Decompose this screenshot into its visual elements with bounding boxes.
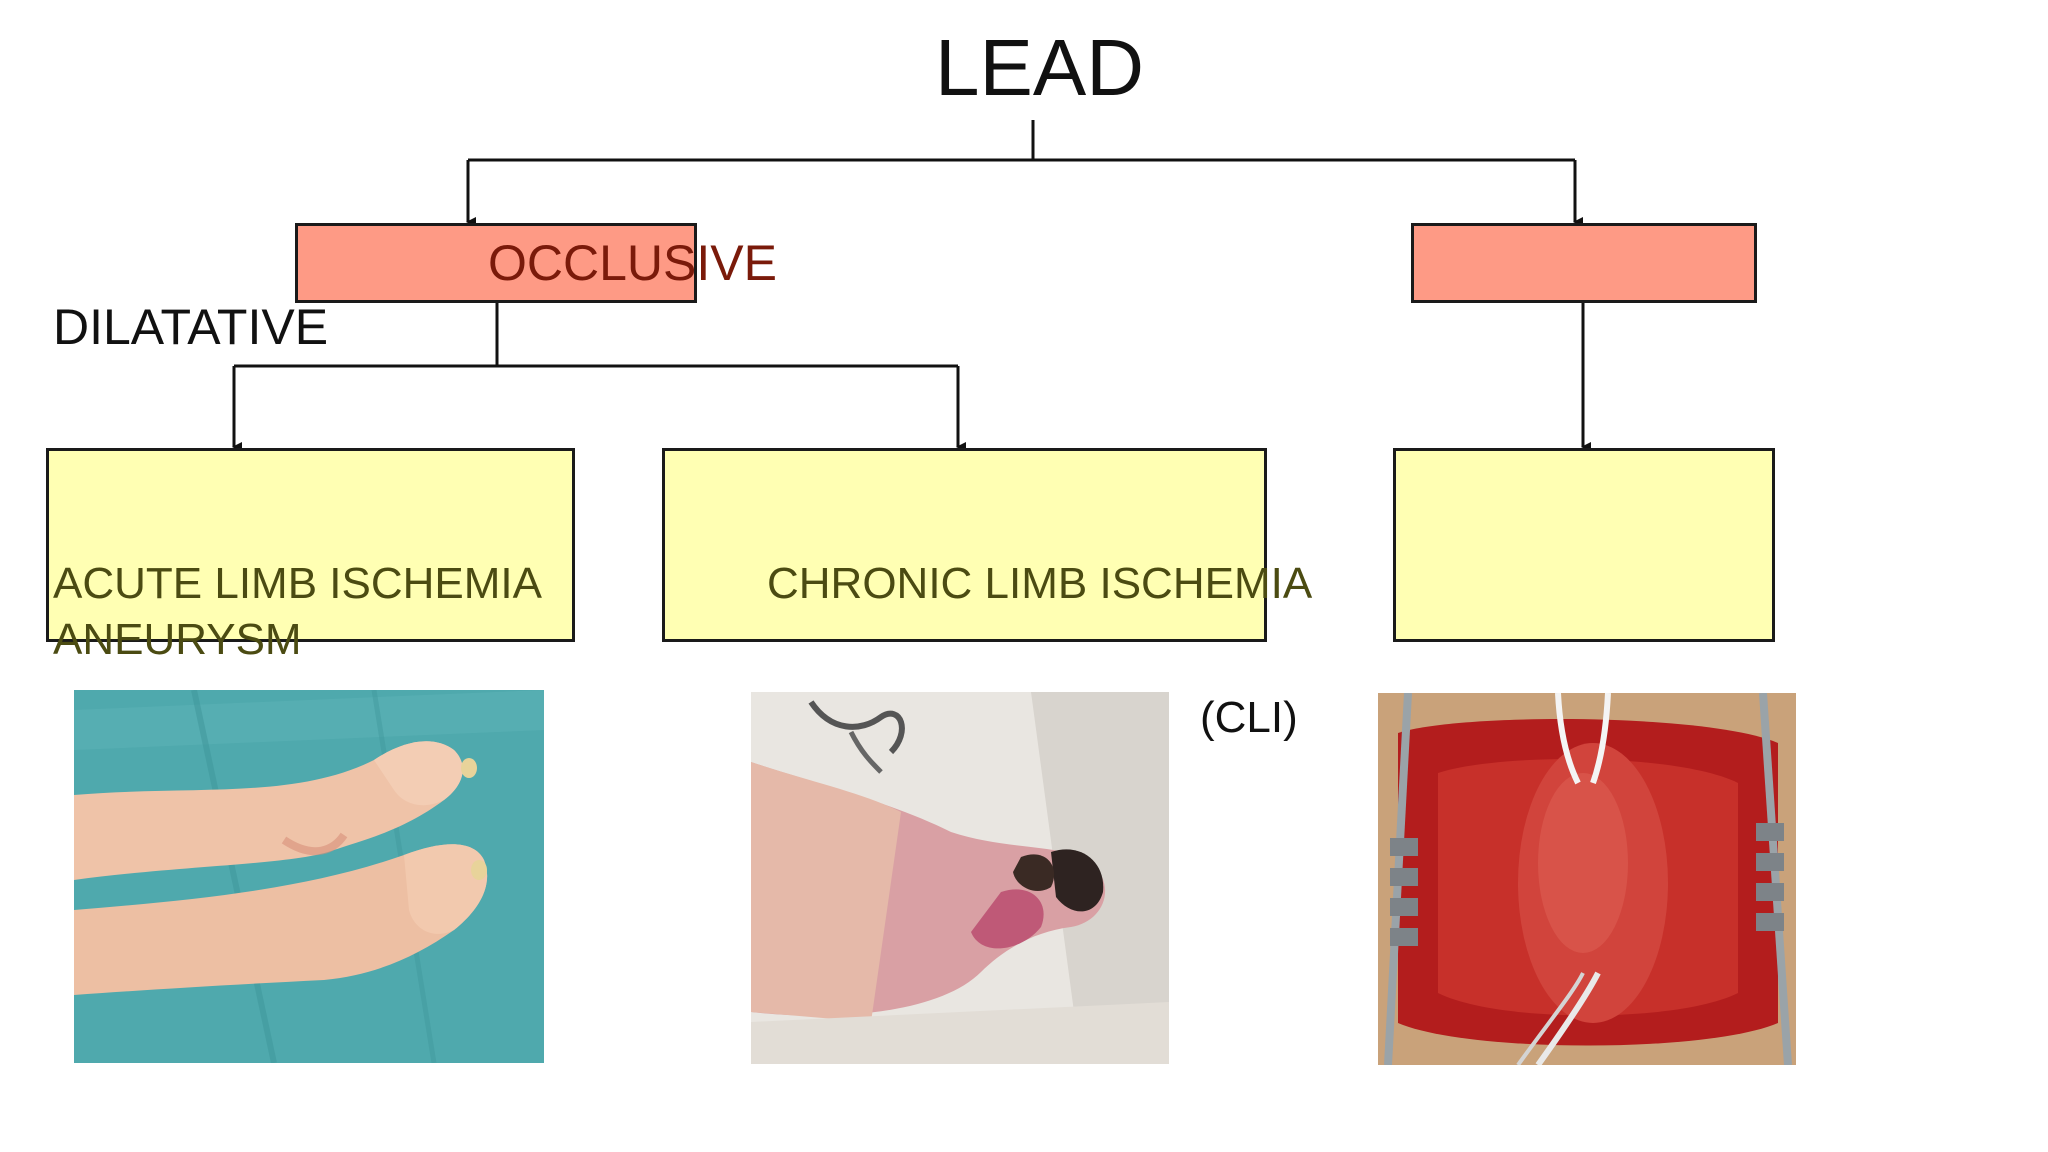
- dilatative-label: DILATATIVE: [53, 299, 329, 355]
- chronic-limb-ischemia-label: CHRONIC LIMB ISCHEMIA: [767, 559, 1313, 608]
- diagram-title: LEAD: [935, 23, 1144, 112]
- acute-limb-ischemia-label: ACUTE LIMB ISCHEMIA: [53, 559, 542, 608]
- chronic-limb-ischemia-box: [662, 448, 1267, 642]
- acute-limb-ischemia-box: [46, 448, 575, 642]
- cli-label: (CLI): [1200, 693, 1298, 742]
- aneurysm-surgery-photo: [1378, 693, 1796, 1065]
- gangrenous-foot-photo: [751, 692, 1169, 1064]
- dilatative-box: [1411, 223, 1757, 303]
- occlusive-label: OCCLUSIVE: [488, 235, 777, 291]
- occlusive-box: [295, 223, 697, 303]
- aneurysm-box: [1393, 448, 1775, 642]
- aneurysm-label: ANEURYSM: [53, 615, 302, 664]
- feet-photo: [74, 690, 544, 1063]
